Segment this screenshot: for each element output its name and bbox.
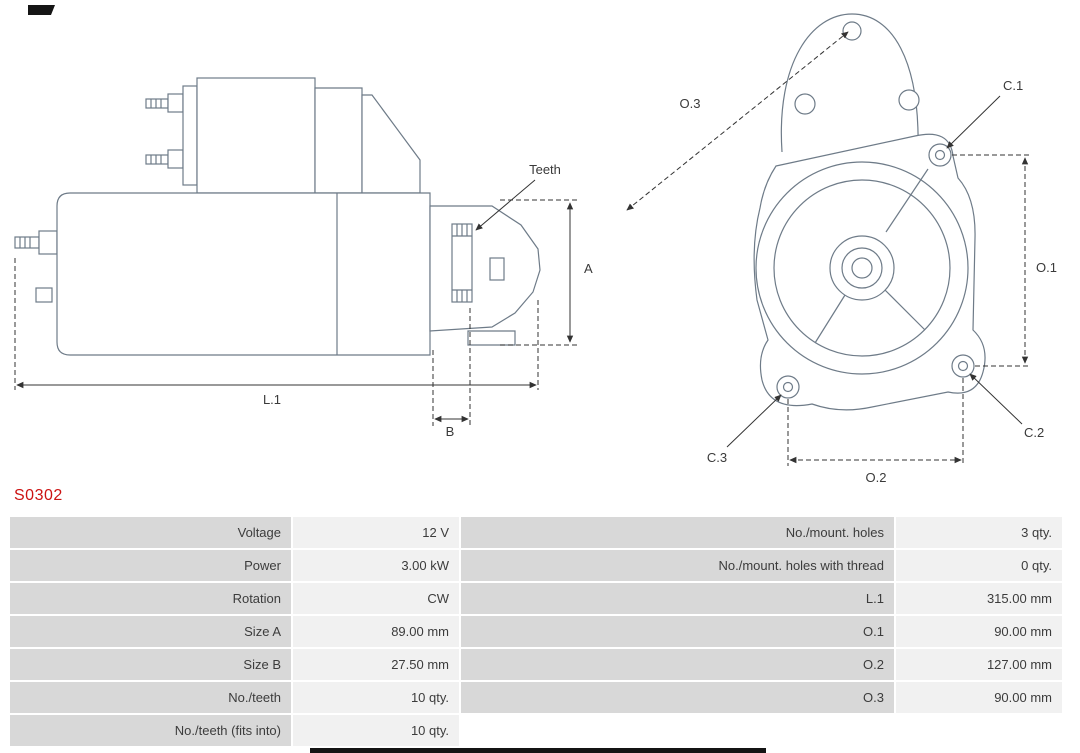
drive-end-bracket (429, 205, 541, 332)
side-view-starter (14, 77, 541, 356)
spec-label: No./teeth (10, 682, 291, 713)
dim-label-a: A (584, 261, 593, 276)
spec-label: O.1 (461, 616, 894, 647)
solenoid-yoke-transition (361, 94, 421, 194)
spec-value: 89.00 mm (293, 616, 459, 647)
dim-label-l1: L.1 (263, 392, 281, 407)
shaft-circle (851, 257, 873, 279)
front-view-dimensions (626, 31, 1030, 466)
shaft-nose (489, 257, 505, 281)
dim-label-c3: C.3 (707, 450, 727, 465)
solenoid-terminals (145, 93, 184, 169)
spec-label: Rotation (10, 583, 291, 614)
spec-value: 315.00 mm (896, 583, 1062, 614)
spec-value: 0 qty. (896, 550, 1062, 581)
dim-label-c2: C.2 (1024, 425, 1044, 440)
front-view-starter (753, 13, 986, 411)
spec-value: 3 qty. (896, 517, 1062, 548)
dim-label-c1: C.1 (1003, 78, 1023, 93)
bell-left-hole (794, 93, 816, 115)
spec-label: Size A (10, 616, 291, 647)
dim-label-teeth: Teeth (529, 162, 561, 177)
spec-value: 10 qty. (293, 715, 459, 746)
spec-label: O.2 (461, 649, 894, 680)
dim-line-o3 (626, 31, 849, 211)
brand-logo-mark (28, 5, 55, 15)
spec-label (461, 715, 894, 746)
spec-value (896, 715, 1062, 746)
bell-right-hole (898, 89, 920, 111)
dim-label-o2: O.2 (866, 470, 887, 485)
technical-drawing: Teeth A L.1 B (14, 5, 1057, 485)
spec-label: L.1 (461, 583, 894, 614)
partial-bottom-element (310, 748, 766, 753)
teeth-leader-line (475, 179, 536, 231)
part-number: S0302 (14, 487, 63, 504)
through-bolt (14, 230, 58, 255)
c2-leader-line (969, 373, 1023, 425)
dim-label-o1: O.1 (1036, 260, 1057, 275)
spec-value: 27.50 mm (293, 649, 459, 680)
spec-value: 12 V (293, 517, 459, 548)
bracket-foot (467, 330, 516, 346)
c3-leader-line (726, 394, 782, 448)
spec-label: No./mount. holes with thread (461, 550, 894, 581)
spec-value: 127.00 mm (896, 649, 1062, 680)
spec-value: 3.00 kW (293, 550, 459, 581)
front-view-labels: O.3 C.1 O.1 C.3 O.2 C.2 (680, 78, 1057, 485)
dim-label-b: B (446, 424, 455, 439)
bell-top-hole (842, 21, 862, 41)
spec-label: Power (10, 550, 291, 581)
spec-label: Size B (10, 649, 291, 680)
spec-label: O.3 (461, 682, 894, 713)
spec-label: No./teeth (fits into) (10, 715, 291, 746)
spec-value: CW (293, 583, 459, 614)
side-view-labels: Teeth A L.1 B (263, 162, 593, 439)
spec-value: 10 qty. (293, 682, 459, 713)
side-view-dimensions (14, 179, 577, 426)
solenoid-cap (182, 85, 198, 186)
spec-value: 90.00 mm (896, 682, 1062, 713)
body-tab (35, 287, 53, 303)
solenoid-rear (314, 87, 363, 194)
spec-label: No./mount. holes (461, 517, 894, 548)
spec-value: 90.00 mm (896, 616, 1062, 647)
solenoid-body (196, 77, 316, 194)
motor-body (56, 192, 431, 356)
dim-label-o3: O.3 (680, 96, 701, 111)
spec-label: Voltage (10, 517, 291, 548)
c1-leader-line (946, 95, 1001, 149)
